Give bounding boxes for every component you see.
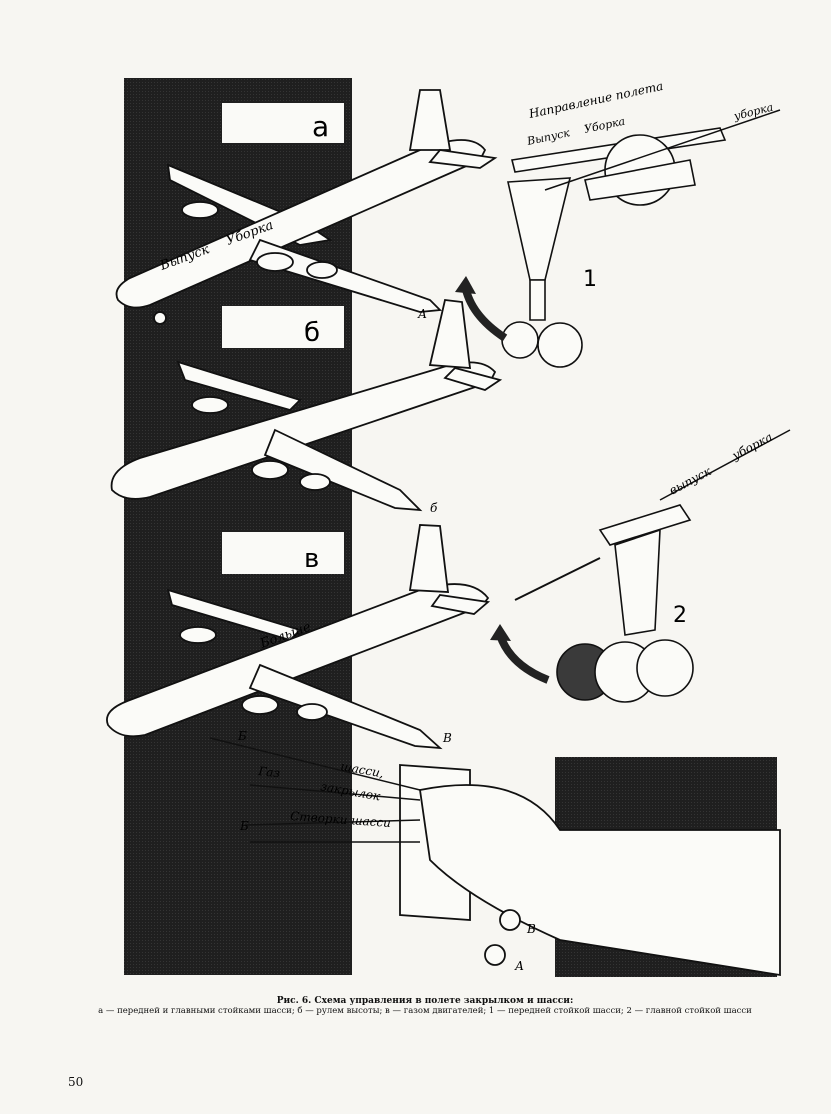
handle-gas-label: Газ [257, 764, 281, 780]
flight-direction-label: Направление полета [527, 79, 665, 121]
airplane-b [110, 299, 503, 512]
main-gear-release-label: выпуск [667, 464, 714, 498]
panel-label-a: а [312, 110, 329, 143]
main-gear-arrow [496, 633, 550, 684]
handle-ring-b-label: В [526, 922, 536, 936]
panel-box-a [222, 103, 344, 143]
nose-gear-retract-label: Уборка [583, 115, 626, 136]
panel-label-b: б [304, 318, 320, 348]
airplane-a [115, 89, 498, 325]
main-gear-number: 2 [673, 603, 687, 628]
caption-title: Рис. 6. Схема управления в полете закрыл… [276, 996, 574, 1006]
caption-text: а — передней и главными стойками шасси; … [98, 1006, 752, 1016]
panel-box-b [222, 306, 344, 348]
page-number: 50 [68, 1075, 84, 1089]
handle-ring-a-label: А [514, 959, 524, 973]
nose-gear-number: 1 [583, 267, 597, 292]
handle-cable-b-bottom: Б [239, 819, 249, 833]
airplane-b-cable-letter: б [430, 501, 438, 515]
nose-gear-release-label: Выпуск [525, 126, 571, 148]
handle-cable-b-top: Б [237, 729, 247, 743]
main-gear-arrow-head [490, 624, 511, 641]
figure-caption: Рис. 6. Схема управления в полете закрыл… [95, 996, 755, 1016]
airplane-a-cable-letter: А [417, 307, 427, 321]
airplane-v [106, 524, 491, 750]
main-gear-drawing [514, 429, 791, 703]
control-handle-drawing [209, 737, 781, 977]
panel-label-v: в [304, 544, 319, 574]
nose-gear-drawing [501, 109, 781, 368]
airplane-v-cable-letter: В [442, 731, 452, 745]
figure-illustration: а б в Выпуск Уборка А б Б [106, 78, 791, 977]
nose-gear-arrow-head [455, 276, 476, 294]
main-gear-retract-label: уборка [729, 430, 775, 463]
panel-box-v [222, 532, 344, 574]
